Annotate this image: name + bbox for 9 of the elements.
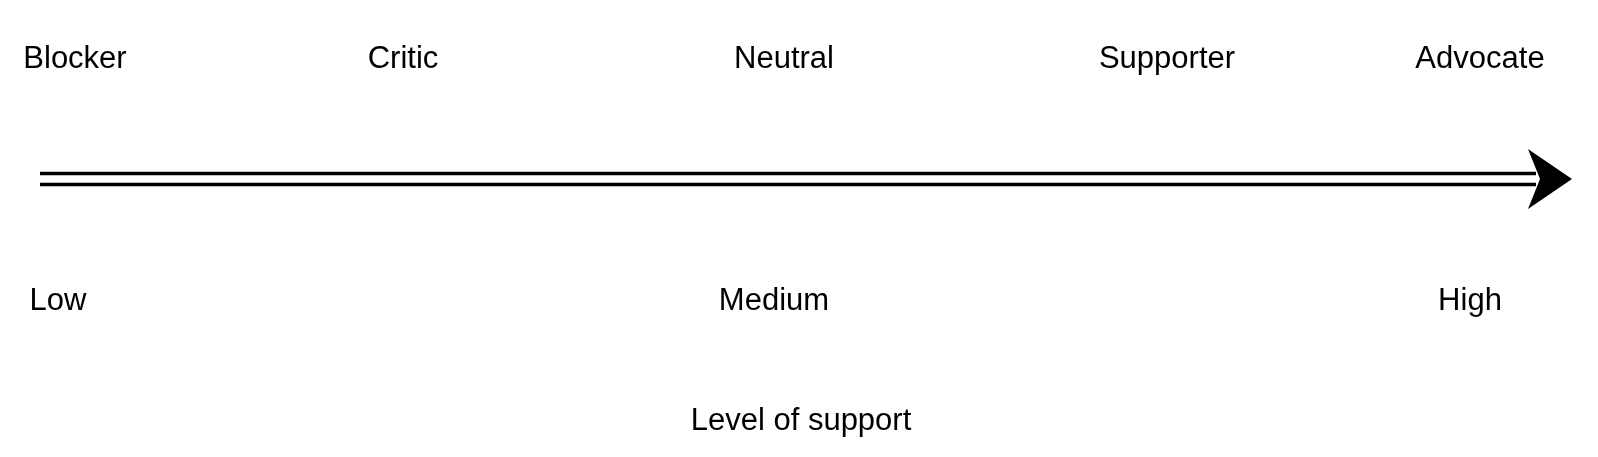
category-label: Supporter <box>1098 40 1236 76</box>
axis-title: Level of support <box>690 402 912 438</box>
level-label: Low <box>29 282 87 318</box>
level-label: High <box>1438 282 1502 318</box>
category-label: Critic <box>367 40 439 76</box>
category-label: Blocker <box>23 40 127 76</box>
category-label: Advocate <box>1415 40 1545 76</box>
category-label: Neutral <box>734 40 834 76</box>
level-label: Medium <box>718 282 830 318</box>
